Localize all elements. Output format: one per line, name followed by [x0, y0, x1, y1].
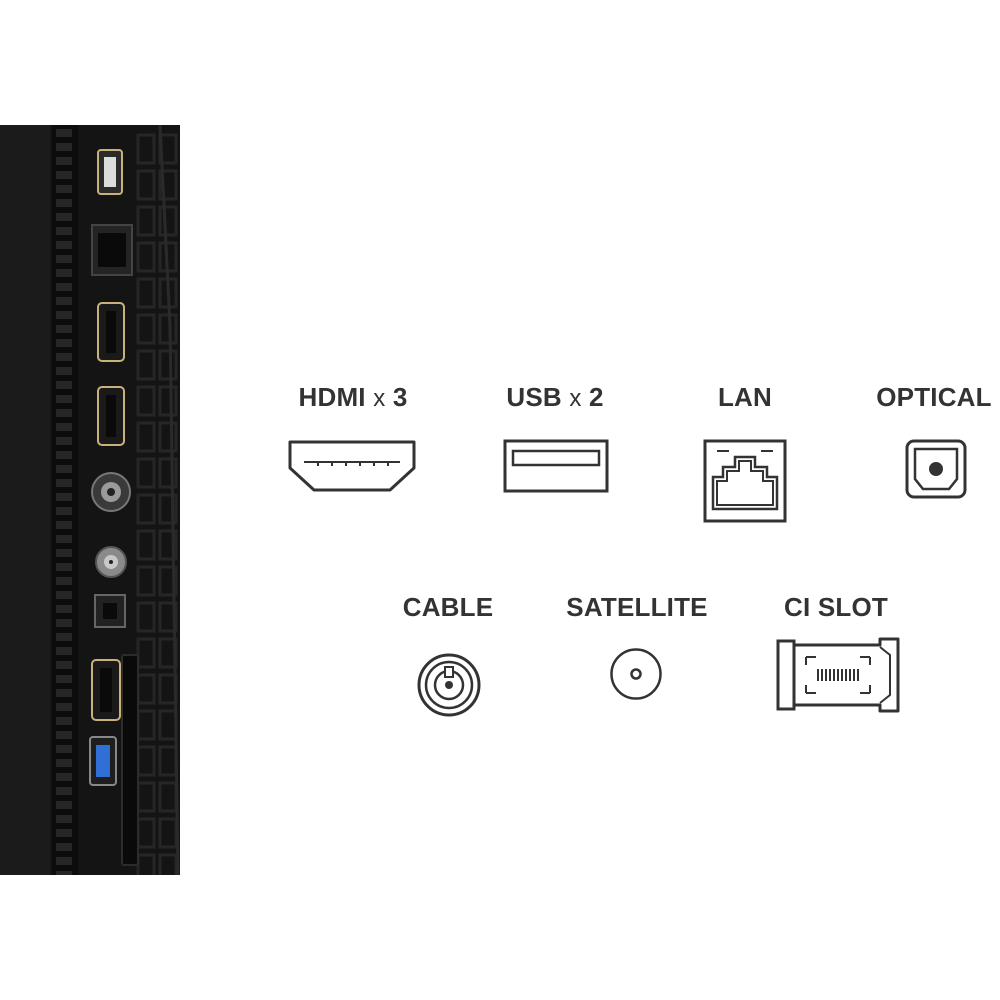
usb3-port — [89, 736, 117, 786]
lan-icon — [703, 439, 787, 523]
optical-port — [94, 594, 126, 628]
lan-port — [91, 224, 133, 276]
hdmi-port — [91, 659, 121, 721]
hdmi-icon — [288, 440, 416, 492]
optical-icon — [905, 439, 967, 499]
satellite-label: SATELLITE — [566, 592, 708, 622]
satellite-port — [95, 546, 127, 578]
cable-icon — [416, 652, 482, 718]
hdmi-port — [97, 386, 125, 446]
satellite-icon — [609, 647, 663, 701]
usb-port — [97, 149, 123, 195]
optical-label: OPTICAL — [876, 382, 992, 412]
cable-label: CABLE — [402, 592, 494, 622]
usb-icon — [503, 439, 609, 493]
hdmi-port — [97, 302, 125, 362]
usb-label: USB x 2 — [506, 382, 604, 412]
ci-slot-opening — [121, 654, 139, 866]
lan-label: LAN — [717, 382, 773, 412]
cable-port — [91, 472, 131, 512]
ci-slot-icon — [776, 637, 900, 713]
ci-slot-label: CI SLOT — [784, 592, 888, 622]
tv-rear-panel — [0, 125, 180, 875]
hdmi-label: HDMI x 3 — [298, 382, 408, 412]
